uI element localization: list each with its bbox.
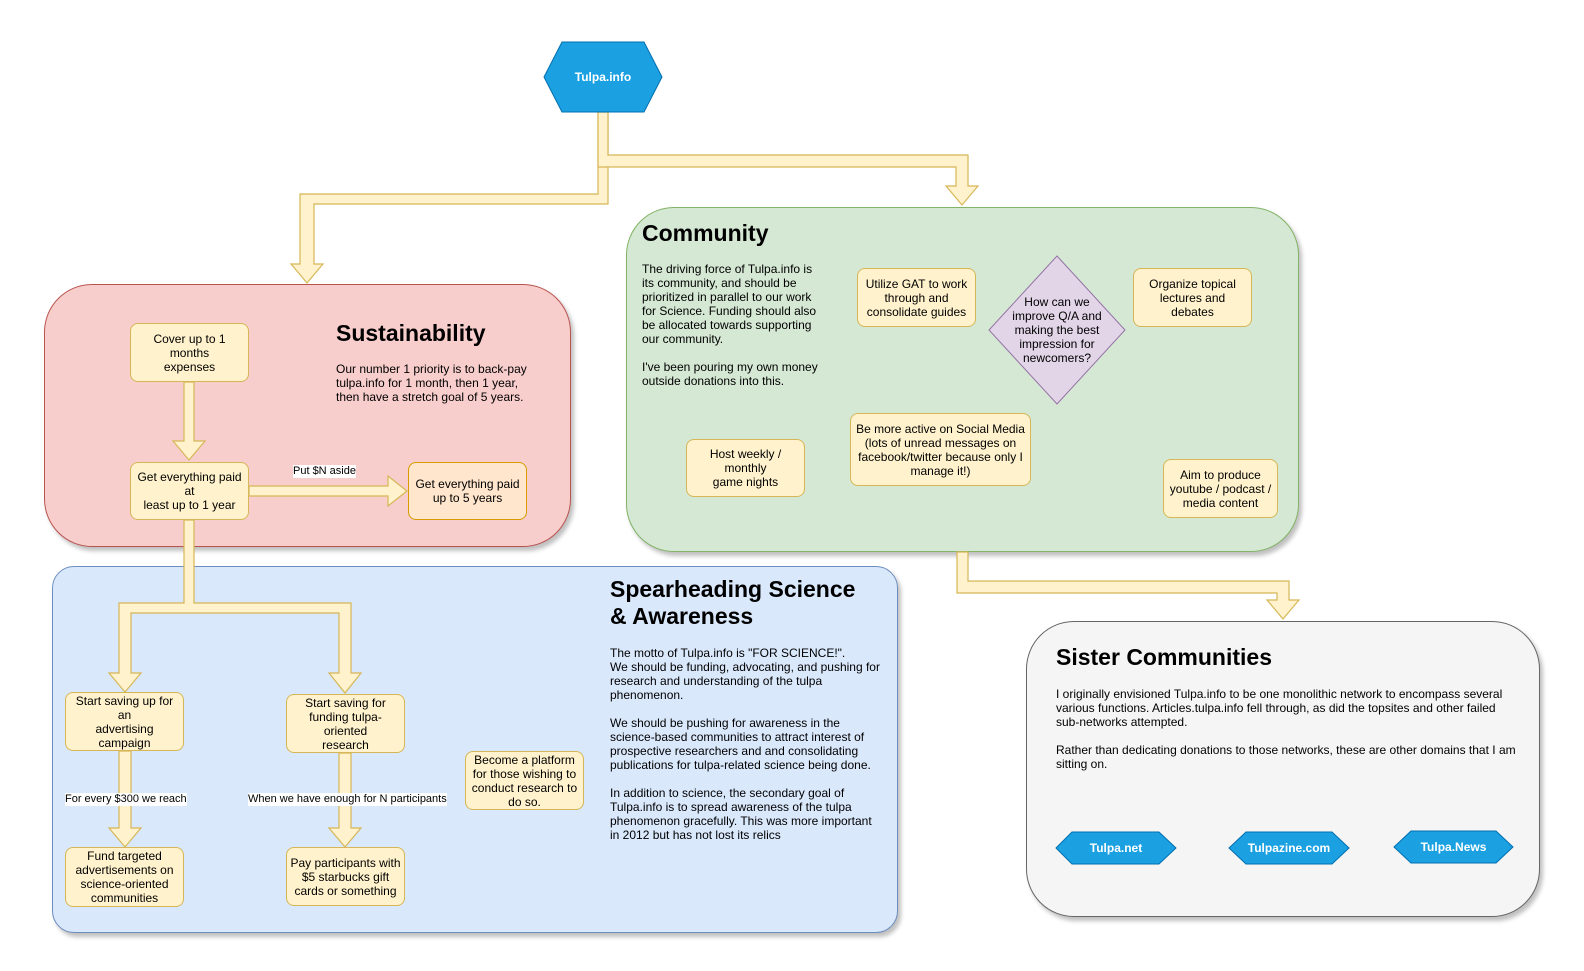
science-description: The motto of Tulpa.info is "FOR SCIENCE!… <box>610 646 880 842</box>
node-targeted-ads: Fund targeted advertisements on science-… <box>65 847 184 907</box>
domain-tulpa-news: Tulpa.News <box>1420 840 1487 854</box>
community-description: The driving force of Tulpa.info is its c… <box>642 262 818 388</box>
node-utilize-gat: Utilize GAT to work through and consolid… <box>857 268 976 327</box>
edge-label-put-aside: Put $N aside <box>293 465 356 478</box>
node-game-nights: Host weekly / monthly game nights <box>686 439 805 497</box>
qa-diamond <box>988 255 1126 405</box>
sister-title: Sister Communities <box>1056 644 1272 670</box>
edge-label-every-300: For every $300 we reach <box>65 793 187 806</box>
tulpa-news-hexagon <box>1393 830 1514 864</box>
arrow-root-to-community <box>597 111 980 206</box>
community-title: Community <box>642 220 769 246</box>
node-research-fund: Start saving for funding tulpa-oriented … <box>286 694 405 753</box>
arrow-community-to-sister <box>956 551 1301 620</box>
sister-communities-section <box>1026 621 1540 917</box>
science-section <box>52 566 898 933</box>
tulpazine-hexagon <box>1228 831 1350 865</box>
domain-tulpa-net: Tulpa.net <box>1089 841 1143 855</box>
node-paid-one-year: Get everything paid at least up to 1 yea… <box>130 462 249 520</box>
node-cover-one-month: Cover up to 1 months expenses <box>130 323 249 382</box>
edge-label-n-participants: When we have enough for N participants <box>248 793 447 806</box>
sister-description: I originally envisioned Tulpa.info to be… <box>1056 687 1516 771</box>
sustainability-description: Our number 1 priority is to back-pay tul… <box>336 362 527 404</box>
node-research-platform: Become a platform for those wishing to c… <box>465 751 584 810</box>
domain-tulpazine: Tulpazine.com <box>1247 841 1331 855</box>
node-organize-lectures: Organize topical lectures and debates <box>1133 268 1252 327</box>
node-paid-five-years: Get everything paid up to 5 years <box>408 462 527 520</box>
node-social-media: Be more active on Social Media (lots of … <box>850 413 1031 486</box>
arrow-year-to-science-split <box>107 519 363 694</box>
arrow-year-to-five <box>248 474 408 508</box>
arrow-month-to-year <box>171 381 207 461</box>
node-improve-qa: How can we improve Q/A and making the be… <box>1012 295 1102 365</box>
root-hexagon <box>543 41 663 113</box>
node-pay-participants: Pay participants with $5 starbucks gift … <box>286 847 405 906</box>
root-label: Tulpa.info <box>574 70 632 84</box>
science-title: Spearheading Science & Awareness <box>610 576 856 629</box>
sustainability-title: Sustainability <box>336 320 486 346</box>
tulpa-net-hexagon <box>1055 831 1177 865</box>
node-media-content: Aim to produce youtube / podcast / media… <box>1163 459 1278 518</box>
node-ad-campaign: Start saving up for an advertising campa… <box>65 692 184 751</box>
arrow-root-to-sustainability <box>289 111 609 284</box>
